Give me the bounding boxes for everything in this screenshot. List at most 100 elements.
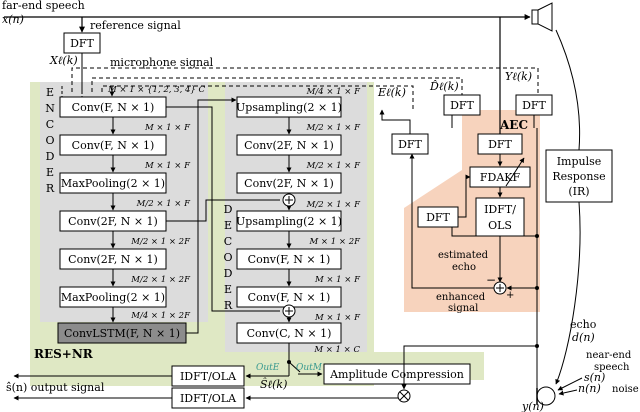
multiply-x2	[399, 391, 409, 401]
enc-block-1-text: Conv(F, N × 1)	[72, 101, 155, 114]
dft-y-text: DFT	[522, 99, 546, 112]
dec-block-4-text: Upsampling(2 × 1)	[236, 215, 342, 228]
dec-block-1-text: Upsampling(2 × 1)	[236, 101, 342, 114]
fdakf-adapt-arrow	[505, 157, 525, 187]
dec-letter: E	[224, 283, 232, 296]
idft-ola-1-text: IDFT/OLA	[180, 370, 237, 383]
dft-d-text: DFT	[450, 99, 474, 112]
dec-letter: O	[223, 251, 232, 264]
enhanced-to-dft-e	[409, 153, 494, 289]
dft-ref-block	[63, 32, 101, 54]
aec-region	[404, 110, 540, 312]
enc-block-5-text: Conv(2F, N × 1)	[68, 253, 158, 266]
mic-dashed-e	[101, 85, 414, 110]
microphone-signal-label: microphone signal	[110, 56, 214, 69]
convlstm-to-decoder	[186, 97, 237, 334]
impulse-text-3: (IR)	[568, 185, 589, 198]
enc-block-2-text: Conv(F, N × 1)	[72, 139, 155, 152]
skip-connection-2	[166, 199, 280, 222]
enc-letter: O	[45, 134, 54, 147]
impulse-text-1: Impulse	[557, 155, 602, 168]
aec-label: AEC	[499, 118, 528, 132]
dec-dim: M × 1 × F	[314, 275, 361, 285]
fdakf-text: FDAKF	[480, 171, 521, 184]
enc-letter: D	[46, 150, 55, 163]
speaker-icon-body	[531, 9, 539, 25]
dec-block-3-text: Conv(2F, N × 1)	[244, 177, 334, 190]
echo-label: echo	[570, 318, 597, 331]
impulse-text-2: Response	[552, 170, 605, 183]
enc-block-6-text: MaxPooling(2 × 1)	[61, 291, 165, 304]
y-k-label: Yℓ(k)	[505, 70, 532, 83]
minus-sign: −	[486, 273, 496, 287]
e-k-label: Eℓ(k)	[377, 86, 406, 99]
dft-e-up	[379, 109, 411, 134]
skip-connection-1	[166, 106, 280, 312]
dec-letter: D	[224, 203, 233, 216]
idft-ols-text-1: IDFT/	[484, 203, 516, 216]
dec-dim: M × 1 × 2F	[309, 237, 362, 247]
dft-ref-text: DFT	[70, 37, 94, 50]
enc-dim: M × 1 × F	[144, 161, 191, 171]
encoder-letters: E N C O D E R	[45, 86, 55, 195]
enc-letter: E	[46, 166, 54, 179]
dec-dim: M/2 × 1 × F	[306, 200, 361, 210]
mic-dashed-d	[91, 77, 463, 95]
y-n-label: y(n)	[521, 400, 544, 412]
noise-arrow	[558, 389, 578, 396]
out-e-label: OutE	[256, 363, 280, 373]
d-k-label: D̂ℓ(k)	[429, 80, 459, 93]
res-nr-label: RES+NR	[34, 347, 94, 361]
enc-letter: N	[45, 102, 55, 115]
enc-dim: M/2 × 1 × 2F	[130, 237, 191, 247]
dft-aec-left-text: DFT	[426, 211, 450, 224]
dec-block-7-text: Conv(C, N × 1)	[247, 327, 332, 340]
reference-signal-label: reference signal	[90, 19, 181, 32]
enc-dim: M/2 × 1 × F	[136, 199, 191, 209]
enc-dim: M/2 × 1 × 2F	[130, 275, 191, 285]
echo-d-label: d(n)	[572, 331, 595, 344]
s-n-label: s(n)	[584, 371, 605, 384]
plus-sign: +	[506, 290, 514, 301]
dec-letter: D	[224, 267, 233, 280]
noise-label: noise	[612, 384, 639, 395]
near-end-arrow	[557, 377, 583, 391]
x-n-label: x(n)	[2, 13, 24, 26]
dft-d-block	[443, 94, 481, 116]
enc-letter: E	[46, 86, 54, 99]
encoder-region	[40, 82, 208, 322]
dec-dim: M/2 × 1 × F	[306, 161, 361, 171]
idft-ols-block	[475, 197, 525, 237]
enc-block-3-text: MaxPooling(2 × 1)	[61, 177, 165, 190]
enc-letter: R	[46, 182, 55, 195]
far-end-label: far-end speech	[2, 0, 85, 12]
mic-to-mult	[403, 345, 537, 389]
estimated-echo-label-2: echo	[452, 262, 476, 273]
dec-letter: E	[224, 219, 232, 232]
mic-tap-3	[535, 344, 539, 348]
enc-block-4-text: Conv(2F, N × 1)	[68, 215, 158, 228]
near-end-label-1: near-end	[586, 350, 632, 361]
dec-dim: M × 1 × F	[314, 313, 361, 323]
enhanced-signal-label-1: enhanced	[436, 292, 486, 303]
dec-block-2-text: Conv(2F, N × 1)	[244, 139, 334, 152]
idft-ols-text-2: OLS	[488, 219, 512, 232]
enc-letter: C	[46, 118, 54, 131]
out-m-label: OutM	[296, 363, 323, 373]
s-hat-k-label: Ŝℓ(k)	[260, 377, 287, 391]
dft-aec-top-text: DFT	[488, 138, 512, 151]
dec-dim: M × 1 × C	[313, 345, 360, 355]
idft-ola-2-text: IDFT/OLA	[180, 392, 237, 405]
speaker-to-ir	[555, 29, 581, 151]
dec-block-6-text: Conv(F, N × 1)	[248, 291, 331, 304]
dec-letter: C	[224, 235, 232, 248]
enhanced-signal-label-2: signal	[448, 303, 478, 314]
amplitude-compression-text: Amplitude Compression	[329, 368, 464, 381]
mic-tap-2	[535, 234, 539, 238]
enc-dim: M × 1 × {1, 2, 3, 4} C	[107, 85, 206, 95]
noise-n-label: n(n)	[578, 382, 601, 395]
decoder-letters: D E C O D E R	[223, 203, 232, 312]
enc-dim: M/4 × 1 × 2F	[130, 311, 191, 321]
dft-e-text: DFT	[398, 138, 422, 151]
estimated-echo-label-1: estimated	[438, 250, 489, 261]
